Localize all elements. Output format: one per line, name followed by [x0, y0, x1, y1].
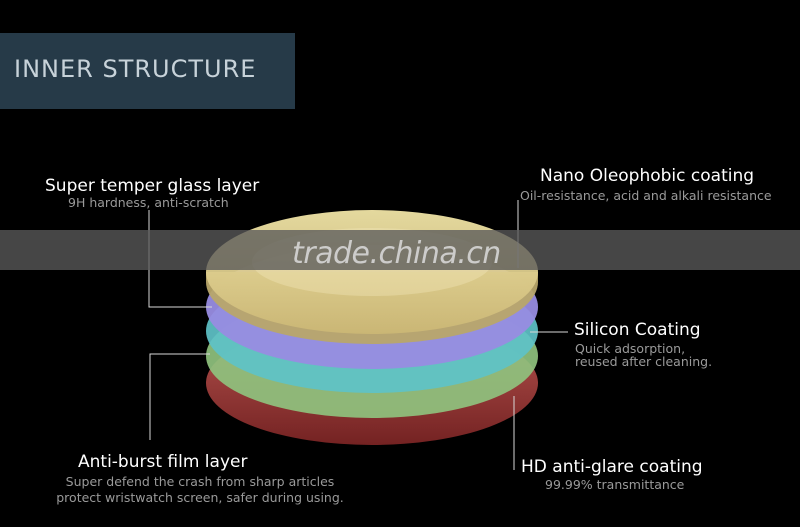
silicon-description-line2: reused after cleaning. — [575, 354, 713, 369]
top-layer-label: Super temper glass layer — [45, 176, 260, 196]
page-title: INNER STRUCTURE — [14, 55, 257, 83]
oleophobic-label: Nano Oleophobic coating — [540, 166, 755, 186]
antiglare-description: 99.99% transmittance — [545, 477, 685, 492]
silicon-description-line1: Quick adsorption, — [575, 341, 686, 356]
header-box: INNER STRUCTURE — [0, 33, 295, 109]
antiburst-description-line2: protect wristwatch screen, safer during … — [56, 490, 344, 505]
antiburst-label: Anti-burst film layer — [78, 452, 248, 472]
oleophobic-description: Oil-resistance, acid and alkali resistan… — [520, 188, 772, 203]
leader-antiburst — [149, 353, 210, 440]
antiburst-description-line1: Super defend the crash from sharp articl… — [65, 474, 335, 489]
silicon-label: Silicon Coating — [574, 320, 701, 340]
top-layer-description: 9H hardness, anti-scratch — [68, 195, 229, 210]
watermark-band — [0, 230, 800, 270]
watermark-text: trade.china.cn — [292, 236, 501, 271]
antiglare-label: HD anti-glare coating — [521, 457, 703, 477]
